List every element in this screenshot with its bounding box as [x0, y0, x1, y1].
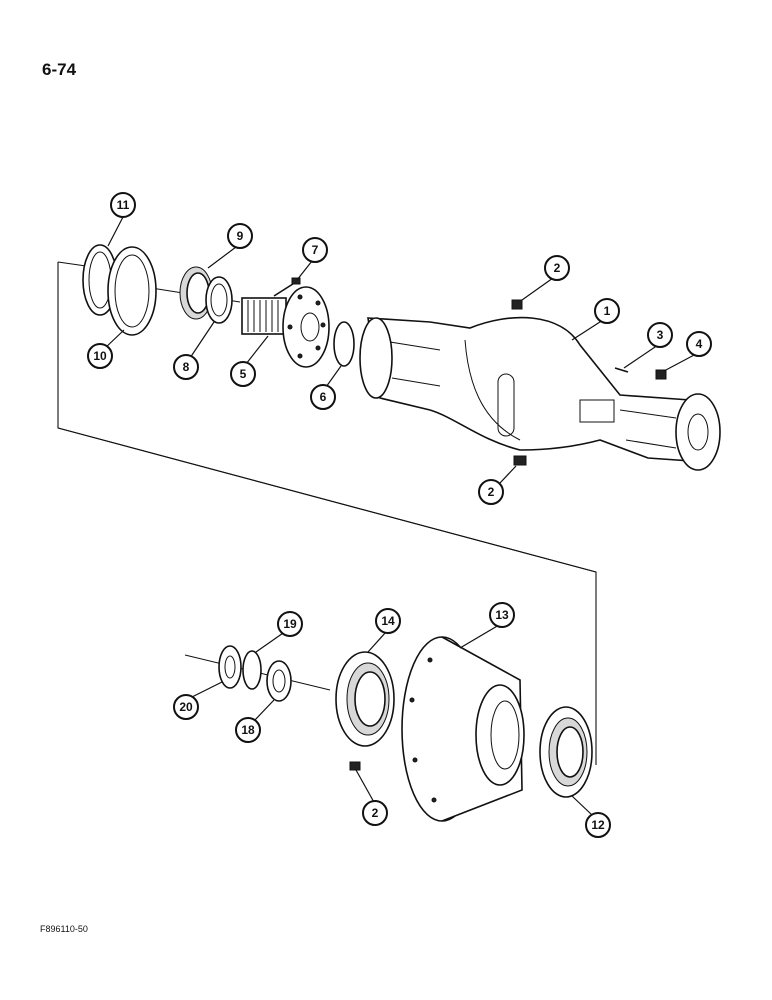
- svg-text:3: 3: [657, 328, 664, 342]
- callout-9: 9: [227, 223, 253, 249]
- svg-text:2: 2: [554, 261, 561, 275]
- plug-2-bottom: [513, 455, 527, 466]
- lock-washer-19: [242, 650, 262, 690]
- svg-text:2: 2: [488, 485, 495, 499]
- svg-text:14: 14: [381, 614, 395, 628]
- nut-20: [218, 645, 242, 689]
- callout-18: 18: [235, 717, 261, 743]
- seal-housing-10: [107, 246, 157, 336]
- hub-13: [401, 636, 525, 822]
- callout-2-bottom: 2: [478, 479, 504, 505]
- bearing-cone-8: [205, 276, 233, 324]
- callout-6: 6: [310, 384, 336, 410]
- callout-2-hub: 2: [362, 800, 388, 826]
- svg-text:5: 5: [240, 367, 247, 381]
- svg-text:8: 8: [183, 360, 190, 374]
- svg-text:13: 13: [495, 608, 509, 622]
- svg-text:7: 7: [312, 243, 319, 257]
- callout-19: 19: [277, 611, 303, 637]
- callout-14: 14: [375, 608, 401, 634]
- dowel-3: [614, 367, 629, 373]
- svg-text:9: 9: [237, 229, 244, 243]
- callout-5: 5: [230, 361, 256, 387]
- pin-4: [655, 369, 667, 380]
- figure-code: F896110-50: [40, 924, 88, 934]
- svg-text:11: 11: [117, 198, 130, 212]
- pinion-shaft-5: [241, 286, 330, 368]
- callout-3: 3: [647, 322, 673, 348]
- svg-text:19: 19: [283, 617, 297, 631]
- callout-10: 10: [87, 343, 113, 369]
- callout-11: 11: [110, 192, 136, 218]
- svg-text:20: 20: [179, 700, 193, 714]
- callout-4: 4: [686, 331, 712, 357]
- page-number: 6-74: [42, 60, 77, 79]
- svg-text:12: 12: [591, 818, 605, 832]
- svg-text:10: 10: [93, 349, 107, 363]
- o-ring-6: [333, 321, 355, 367]
- callout-13: 13: [489, 602, 515, 628]
- callout-12: 12: [585, 812, 611, 838]
- thrust-washer-18: [266, 660, 292, 702]
- bolt-7: [273, 277, 301, 297]
- plug-2-hub: [349, 761, 361, 771]
- bearing-14: [335, 651, 395, 747]
- svg-text:4: 4: [696, 337, 703, 351]
- callout-2-top: 2: [544, 255, 570, 281]
- bearing-12: [539, 706, 593, 798]
- svg-text:18: 18: [241, 723, 255, 737]
- svg-text:2: 2: [372, 806, 379, 820]
- callout-7: 7: [302, 237, 328, 263]
- svg-text:1: 1: [604, 304, 611, 318]
- callout-8: 8: [173, 354, 199, 380]
- plug-2-top: [511, 299, 523, 310]
- axle-housing-1: [359, 316, 721, 471]
- callout-20: 20: [173, 694, 199, 720]
- callout-1: 1: [594, 298, 620, 324]
- svg-text:6: 6: [320, 390, 327, 404]
